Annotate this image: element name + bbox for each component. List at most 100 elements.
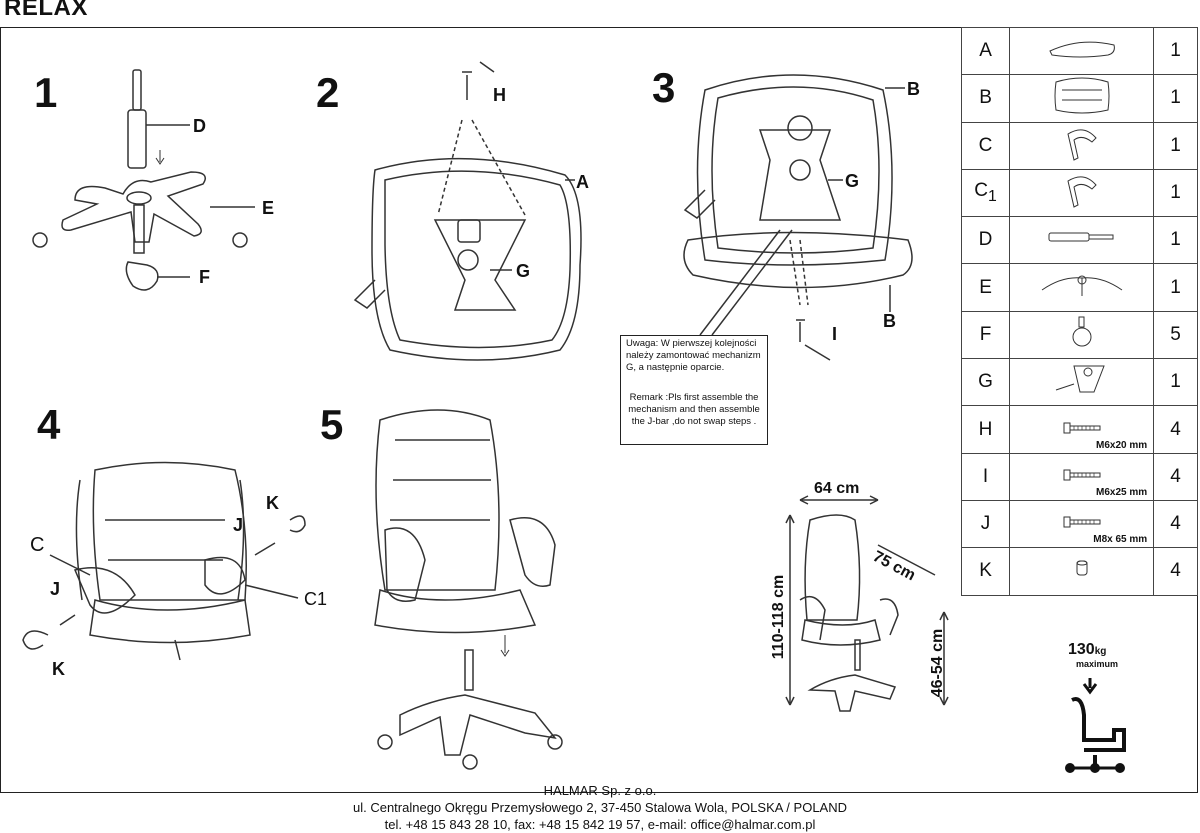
footer-address: ul. Centralnego Okręgu Przemysłowego 2, … (352, 800, 847, 815)
parts-row: J M8x 65 mm 4 (960, 499, 1198, 549)
part-image-cell: M6x25 mm (1009, 452, 1155, 501)
part-letter-subscript: 1 (988, 187, 997, 205)
part-quantity: 1 (1153, 216, 1198, 265)
label-B-backrest: B (907, 79, 920, 99)
step5-drawing (374, 409, 563, 770)
parts-row: H M6x20 mm 4 (960, 405, 1198, 454)
part-spec: M6x20 mm (1096, 439, 1148, 451)
part-image-cell (1009, 263, 1155, 312)
step-number-1: 1 (34, 69, 58, 116)
part-quantity: 5 (1153, 310, 1198, 360)
part-quantity: 4 (1153, 405, 1198, 454)
label-E: E (262, 198, 275, 218)
step2-drawing (353, 61, 582, 361)
weight-unit: kg (1094, 646, 1107, 657)
note-polish: Uwaga: W pierwszej kolejności należy zam… (626, 338, 761, 373)
label-C1: C1 (304, 589, 328, 609)
label-C: C (30, 534, 45, 556)
part-letter: I (960, 452, 1011, 501)
part-letter-text: G (978, 371, 993, 393)
part-quantity: 1 (1153, 358, 1198, 407)
gas-lift-icon (1047, 229, 1117, 250)
part-image-cell (1009, 74, 1155, 123)
part-letter-text: K (979, 560, 992, 582)
part-image-cell (1009, 310, 1155, 360)
part-letter: A (960, 26, 1011, 76)
part-image-cell (1009, 168, 1155, 218)
step-number-4: 4 (37, 401, 61, 448)
seat-icon (1047, 41, 1117, 64)
bolt-icon (1062, 513, 1102, 534)
backrest-icon (1052, 77, 1112, 119)
part-quantity: 1 (1153, 121, 1198, 170)
label-J-left: J (50, 579, 61, 599)
part-quantity: 1 (1153, 263, 1198, 312)
dimension-width: 64 cm (814, 480, 860, 497)
part-image-cell: M8x 65 mm (1009, 499, 1155, 549)
part-letter: C1 (960, 168, 1011, 218)
label-I: I (832, 324, 838, 344)
armrest-icon (1062, 129, 1102, 167)
label-B-seat: B (883, 311, 896, 331)
part-letter-text: F (979, 323, 992, 345)
label-D: D (193, 116, 206, 136)
footer-company: HALMAR Sp. z o.o. (543, 783, 657, 798)
part-letter: H (960, 405, 1011, 454)
part-quantity: 4 (1153, 499, 1198, 549)
label-K-right: K (266, 493, 279, 513)
dimension-drawing (785, 495, 949, 712)
label-G-step2: G (516, 261, 531, 281)
part-letter-text: I (982, 465, 989, 487)
dimension-height: 110-118 cm (770, 574, 787, 660)
part-letter-text: D (978, 229, 993, 251)
part-spec: M6x25 mm (1096, 486, 1148, 498)
mechanism-icon (1052, 365, 1112, 401)
step-number-2: 2 (316, 69, 340, 116)
washer-icon (1074, 560, 1090, 583)
part-letter-text: C (978, 134, 993, 156)
star-base-icon (1037, 275, 1127, 305)
label-A: A (576, 172, 589, 192)
armrest-icon (1062, 176, 1102, 214)
part-image-cell (1009, 121, 1155, 170)
part-letter-text: J (980, 513, 991, 535)
part-quantity: 1 (1153, 74, 1198, 123)
part-letter-text: A (979, 40, 992, 62)
dimension-seat-height: 46-54 cm (929, 628, 946, 698)
part-letter: F (960, 310, 1011, 360)
label-G-step3: G (845, 171, 860, 191)
bolt-icon (1062, 466, 1102, 487)
part-letter: J (960, 499, 1011, 549)
footer-contact: tel. +48 15 843 28 10, fax: +48 15 842 1… (384, 817, 816, 832)
weight-label: maximum (1076, 659, 1119, 669)
part-letter-text: C (974, 180, 988, 202)
part-letter: G (960, 358, 1011, 407)
part-letter-text: E (979, 276, 992, 298)
bolt-icon (1062, 419, 1102, 440)
part-image-cell (1009, 547, 1155, 596)
part-quantity: 4 (1153, 547, 1198, 596)
part-letter-text: H (978, 418, 993, 440)
instruction-frame (0, 27, 1198, 793)
part-quantity: 1 (1153, 26, 1198, 76)
label-H: H (493, 85, 506, 105)
part-image-cell: M6x20 mm (1009, 405, 1155, 454)
part-letter: B (960, 74, 1011, 123)
part-image-cell (1009, 216, 1155, 265)
part-letter: E (960, 263, 1011, 312)
part-letter-text: B (979, 87, 992, 109)
company-footer: HALMAR Sp. z o.o. ul. Centralnego Okręgu… (0, 782, 1200, 833)
part-spec: M8x 65 mm (1093, 534, 1148, 546)
label-J-right: J (233, 515, 244, 535)
part-letter: K (960, 547, 1011, 596)
